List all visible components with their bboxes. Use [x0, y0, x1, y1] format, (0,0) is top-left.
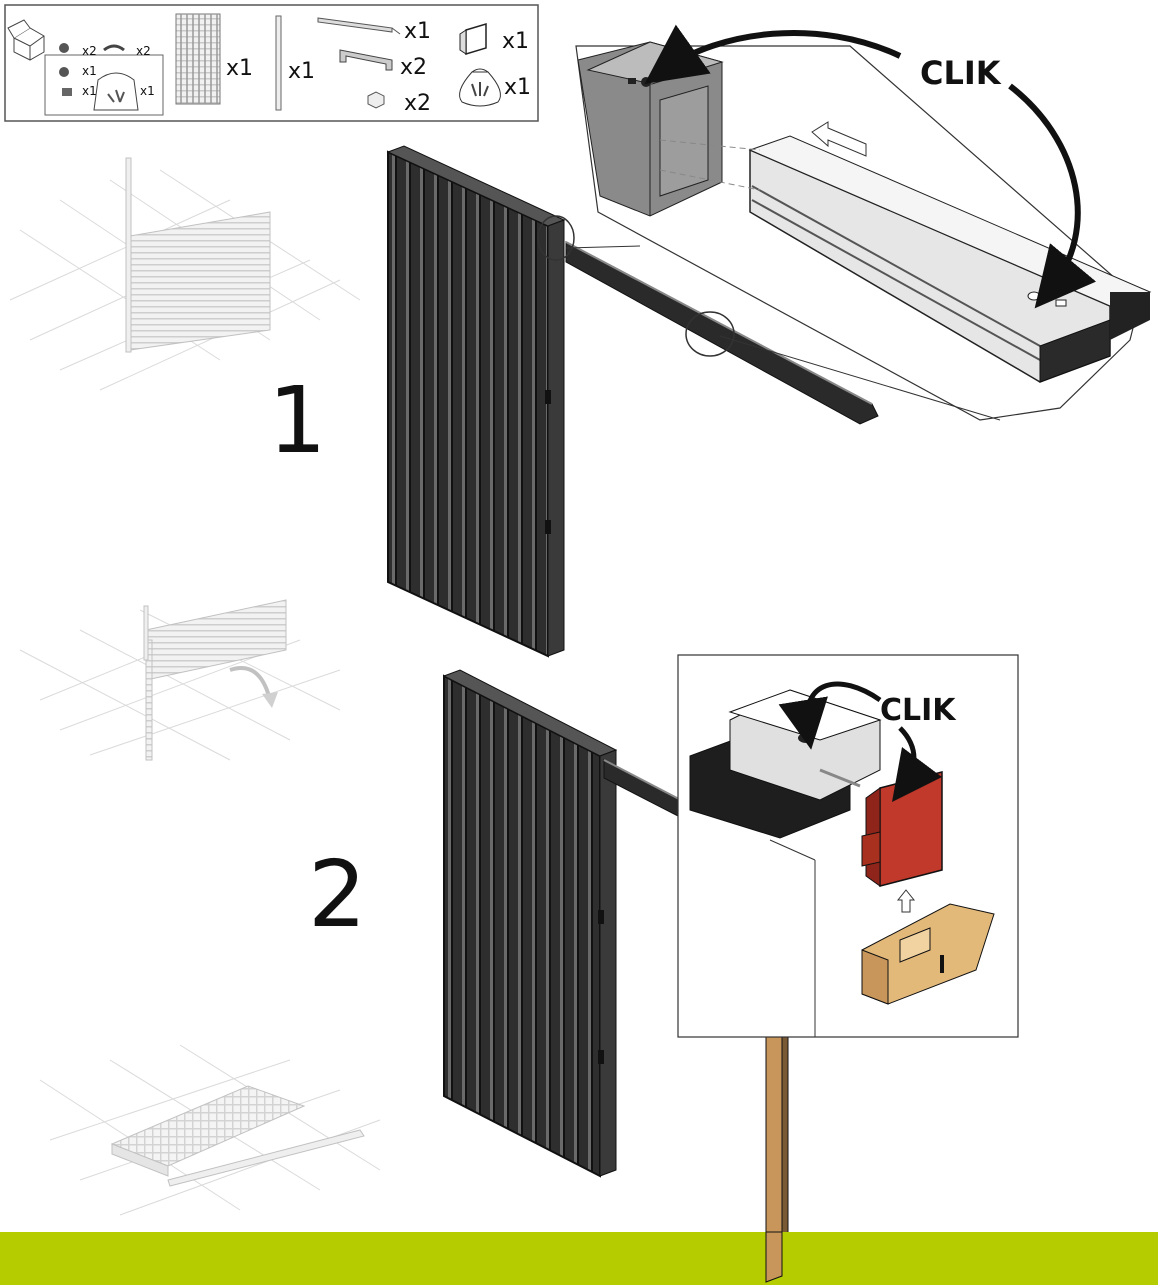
kit-qty-2: x2 [136, 44, 151, 58]
kit-qty-3: x1 [82, 64, 97, 78]
step-2-wood-post-base [765, 1231, 783, 1283]
bracket-qty: x2 [400, 55, 427, 80]
long-rail-icon [317, 17, 401, 35]
end-cap-icon [459, 22, 487, 56]
step-2-number: 2 [308, 841, 367, 948]
step-2-clik-label: CLIK [880, 693, 957, 728]
wall-panel-icon [175, 13, 221, 105]
rail-qty: x1 [404, 19, 431, 44]
hardware-kit-icon [7, 19, 164, 116]
step-1-wall-panel [386, 145, 566, 658]
endcap-qty: x1 [502, 29, 529, 54]
vertical-post-icon [275, 15, 282, 111]
clip-qty: x2 [404, 91, 431, 116]
progress-thumbnail-2 [19, 599, 341, 761]
small-clip-icon [367, 91, 385, 109]
bracket-icon [339, 49, 393, 71]
parts-list-box: x2 x2 x1 x1 x1 x1 x1 x1 x2 x2 [4, 4, 539, 122]
ground-band [0, 1232, 1158, 1285]
bag-qty: x1 [504, 75, 531, 100]
kit-qty-1: x2 [82, 44, 97, 58]
progress-thumbnail-3 [39, 1044, 381, 1216]
post-qty: x1 [288, 59, 315, 84]
kit-qty-4: x1 [82, 84, 97, 98]
step-1-zoom-callout [565, 24, 1152, 421]
kit-qty-5: x1 [140, 84, 155, 98]
step-1-clik-label: CLIK [920, 54, 1002, 92]
step-2-zoom-callout [677, 654, 1019, 1038]
step-1-joint-marker [537, 215, 575, 261]
step-2-wall-panel [442, 669, 618, 1178]
step-1-top-rail [565, 241, 879, 425]
progress-thumbnail-1 [9, 157, 361, 391]
step-1-rail-marker [685, 311, 735, 357]
step-1-number: 1 [268, 367, 327, 474]
panel-qty: x1 [226, 56, 253, 81]
screw-bag-icon [459, 68, 501, 107]
